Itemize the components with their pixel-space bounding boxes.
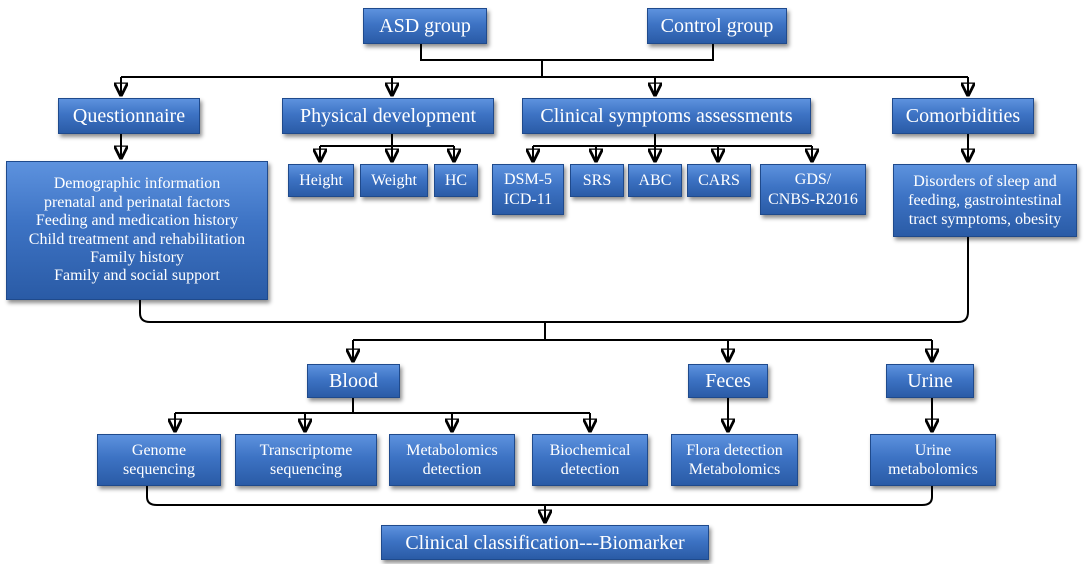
result-merge-line-right xyxy=(545,486,933,506)
height-box: Height xyxy=(288,164,354,197)
comorbidity-merge-line xyxy=(545,237,969,323)
comorbidity-items-box: Disorders of sleep and feeding, gastroin… xyxy=(893,164,1077,237)
metabolomics-detection-box: Metabolomics detection xyxy=(389,434,515,486)
cars-label: CARS xyxy=(698,171,740,189)
comorbidity-item: feeding, gastrointestinal xyxy=(908,191,1062,209)
result-merge-line xyxy=(146,486,545,506)
icd11-label: ICD-11 xyxy=(503,190,553,208)
dsm5-icd11-box: DSM-5 ICD-11 xyxy=(492,164,564,215)
dsm5-label: DSM-5 xyxy=(503,171,552,189)
feces-metabolomics-label: Metabolomics xyxy=(688,461,781,478)
gds-cnbs-box: GDS/ CNBS-R2016 xyxy=(760,164,866,215)
feces-box: Feces xyxy=(688,364,768,398)
genome-sequencing-box: Genome sequencing xyxy=(97,434,221,486)
weight-box: Weight xyxy=(360,164,428,197)
feces-items-box: Flora detection Metabolomics xyxy=(671,434,798,486)
questionnaire-item: Child treatment and rehabilitation xyxy=(28,230,246,248)
hc-box: HC xyxy=(434,164,478,197)
weight-label: Weight xyxy=(371,171,417,189)
abc-label: ABC xyxy=(638,171,672,189)
control-group-label: Control group xyxy=(660,15,774,37)
metabolomics-line2: detection xyxy=(422,461,482,478)
genome-line2: sequencing xyxy=(123,461,195,478)
clinical-classification-label: Clinical classification---Biomarker xyxy=(405,531,685,554)
comorbidities-box: Comorbidities xyxy=(892,98,1034,134)
physical-development-label: Physical development xyxy=(299,105,477,127)
clinical-symptoms-box: Clinical symptoms assessments xyxy=(522,98,811,134)
groups-merge-line xyxy=(420,44,714,61)
clinical-symptoms-label: Clinical symptoms assessments xyxy=(540,105,793,127)
clinical-classification-box: Clinical classification---Biomarker xyxy=(381,525,709,560)
cnbs-label: CNBS-R2016 xyxy=(768,190,858,208)
feces-label: Feces xyxy=(705,370,751,392)
transcriptome-line1: Transcriptome xyxy=(259,441,353,459)
physical-development-box: Physical development xyxy=(282,98,494,134)
questionnaire-item: Family history xyxy=(90,248,184,266)
questionnaire-item: Feeding and medication history xyxy=(35,212,239,230)
questionnaire-item: prenatal and perinatal factors xyxy=(43,193,231,211)
comorbidity-item: tract symptoms, obesity xyxy=(908,211,1062,229)
biochemical-line1: Biochemical xyxy=(549,441,631,459)
blood-box: Blood xyxy=(307,364,400,398)
questionnaire-items-box: Demographic information prenatal and per… xyxy=(6,161,268,300)
srs-box: SRS xyxy=(570,164,624,197)
asd-group-box: ASD group xyxy=(363,8,487,44)
abc-box: ABC xyxy=(628,164,682,197)
blood-label: Blood xyxy=(329,370,378,392)
questionnaire-item: Family and social support xyxy=(54,267,220,285)
asd-group-label: ASD group xyxy=(379,15,471,37)
urine-line1: Urine xyxy=(914,441,952,459)
transcriptome-line2: sequencing xyxy=(270,461,342,478)
transcriptome-sequencing-box: Transcriptome sequencing xyxy=(235,434,377,486)
biochemical-line2: detection xyxy=(560,461,620,478)
biochemical-detection-box: Biochemical detection xyxy=(532,434,648,486)
urine-label: Urine xyxy=(907,370,953,392)
cars-box: CARS xyxy=(687,164,751,197)
urine-items-box: Urine metabolomics xyxy=(870,434,996,486)
hc-label: HC xyxy=(444,171,468,189)
gds-label: GDS/ xyxy=(794,171,832,189)
flora-detection-label: Flora detection xyxy=(686,441,783,459)
comorbidities-label: Comorbidities xyxy=(905,105,1021,127)
srs-label: SRS xyxy=(582,171,612,189)
questionnaire-item: Demographic information xyxy=(53,175,221,193)
genome-line1: Genome xyxy=(131,441,187,459)
comorbidity-item: Disorders of sleep and xyxy=(913,172,1057,190)
questionnaire-label: Questionnaire xyxy=(72,105,186,127)
urine-line2: metabolomics xyxy=(888,461,978,478)
metabolomics-line1: Metabolomics xyxy=(406,441,498,459)
questionnaire-merge-line xyxy=(139,300,545,323)
urine-box: Urine xyxy=(886,364,974,398)
questionnaire-box: Questionnaire xyxy=(58,98,200,134)
control-group-box: Control group xyxy=(647,8,787,44)
height-label: Height xyxy=(299,171,343,189)
